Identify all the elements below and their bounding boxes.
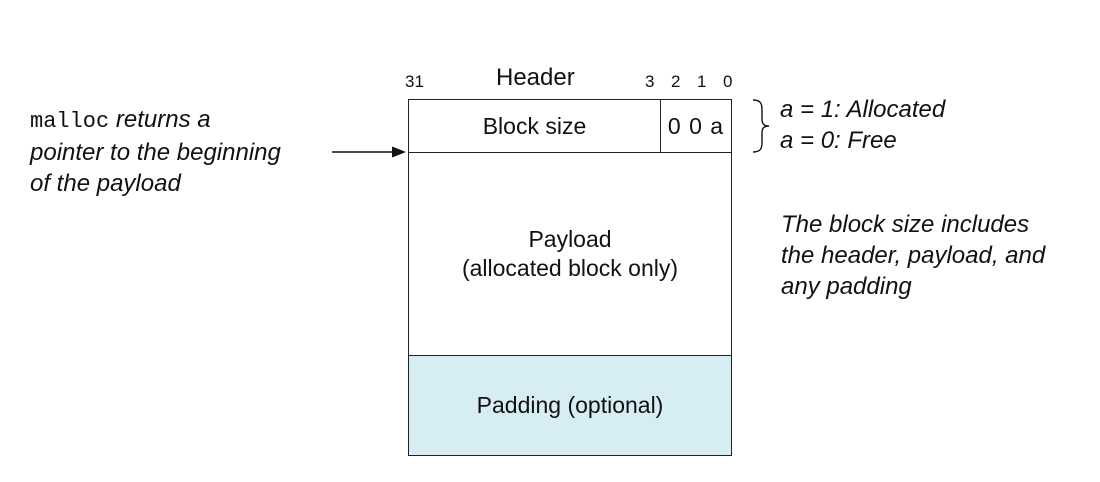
header-title: Header bbox=[496, 64, 575, 91]
payload-pointer-arrow bbox=[332, 146, 406, 158]
bit-label-2: 2 bbox=[671, 72, 681, 91]
malloc-annotation: malloc returns a pointer to the beginnin… bbox=[30, 104, 330, 199]
payload-label: Payload bbox=[528, 225, 612, 252]
bit-label-0: 0 bbox=[723, 72, 733, 91]
padding-label: Padding (optional) bbox=[476, 392, 664, 418]
bit-label-31: 31 bbox=[405, 72, 424, 91]
malloc-text-3: of the payload bbox=[30, 170, 181, 197]
malloc-code: malloc bbox=[30, 109, 110, 134]
bit-label-1: 1 bbox=[697, 72, 707, 91]
flag-brace-icon bbox=[752, 99, 770, 153]
bit-label-3: 3 bbox=[645, 72, 655, 91]
block-size-note: The block size includes the header, payl… bbox=[781, 209, 1091, 302]
flag-allocated-text: a = 1: Allocated bbox=[780, 96, 946, 123]
malloc-text-2: pointer to the beginning bbox=[30, 139, 281, 166]
header-block: Block size 0 0 a bbox=[408, 99, 732, 153]
flag-free-text: a = 0: Free bbox=[780, 127, 897, 154]
size-note-line-1: The block size includes bbox=[781, 211, 1030, 238]
malloc-text-1: returns a bbox=[109, 106, 211, 133]
flag-bits-field: 0 0 a bbox=[667, 112, 725, 139]
size-note-line-2: the header, payload, and bbox=[781, 242, 1046, 269]
payload-sublabel: (allocated block only) bbox=[461, 254, 679, 281]
size-note-line-3: any padding bbox=[781, 273, 912, 300]
flag-annotation: a = 1: Allocated a = 0: Free bbox=[780, 94, 945, 156]
payload-block: Payload (allocated block only) bbox=[408, 151, 732, 357]
block-size-field: Block size bbox=[409, 100, 661, 152]
padding-block: Padding (optional) bbox=[408, 355, 732, 456]
